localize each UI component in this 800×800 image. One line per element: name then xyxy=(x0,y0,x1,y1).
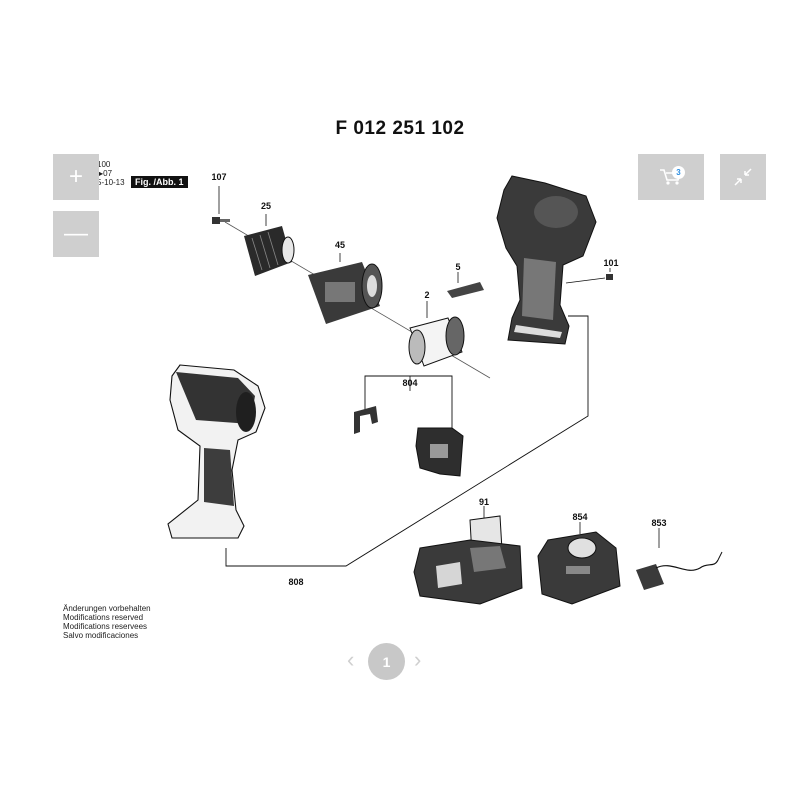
callout-853: 853 xyxy=(651,518,666,528)
part-804-switch-set: 804 xyxy=(354,375,464,477)
meta-line: 100 xyxy=(97,160,111,169)
callout-107: 107 xyxy=(211,172,226,182)
diagram-title: F 012 251 102 xyxy=(335,118,465,139)
part-853-power-adapter: 853 xyxy=(636,518,723,590)
part-101-screw: 101 xyxy=(565,258,619,284)
previous-page-arrow-icon[interactable]: ‹ xyxy=(347,647,355,672)
meta-line: 5-10-13 xyxy=(97,178,125,187)
current-page-indicator[interactable]: 1 xyxy=(368,643,405,680)
meta-line: ▶07 xyxy=(97,169,113,178)
callout-91: 91 xyxy=(479,497,489,507)
callout-25: 25 xyxy=(261,201,271,211)
note-line: Modifications reservees xyxy=(63,622,148,631)
housing-half-right xyxy=(496,175,597,345)
callout-808-leader: 808 xyxy=(225,315,589,587)
zoom-in-button[interactable]: + xyxy=(53,154,99,200)
part-107-screw: 107 xyxy=(211,172,230,224)
part-45-gearbox: 45 xyxy=(308,240,383,324)
callout-45: 45 xyxy=(335,240,345,250)
part-5-bracket: 5 xyxy=(447,262,484,298)
collapse-arrows-icon xyxy=(734,168,752,186)
cart-count-badge: 3 xyxy=(672,166,685,179)
part-91-battery: 91 xyxy=(413,497,523,605)
callout-804: 804 xyxy=(402,378,417,388)
modification-notes: Änderungen vorbehalten Modifications res… xyxy=(63,604,151,640)
callout-854: 854 xyxy=(572,512,587,522)
drill-housing-left xyxy=(167,364,266,539)
figure-label: Fig. /Abb. 1 xyxy=(131,176,188,188)
note-line: Modifications reserved xyxy=(63,613,144,622)
note-line: Salvo modificaciones xyxy=(63,631,139,640)
document-meta: 100 ▶07 5-10-13 xyxy=(97,160,125,187)
part-854-charger: 854 xyxy=(537,512,621,605)
cart-button[interactable]: 3 xyxy=(638,154,704,200)
part-2-motor: 2 xyxy=(408,290,465,367)
page-navigator: ‹ 1 › xyxy=(0,643,800,680)
zoom-out-button[interactable]: — xyxy=(53,211,99,257)
note-line: Änderungen vorbehalten xyxy=(63,604,151,613)
plus-icon: + xyxy=(68,163,83,190)
callout-808: 808 xyxy=(288,577,303,587)
callout-5: 5 xyxy=(455,262,460,272)
callout-2: 2 xyxy=(424,290,429,300)
next-page-arrow-icon[interactable]: › xyxy=(414,647,422,672)
fullscreen-toggle-button[interactable] xyxy=(720,154,766,200)
minus-icon: — xyxy=(64,220,88,247)
part-25-chuck: 25 xyxy=(244,201,295,276)
callout-101: 101 xyxy=(603,258,618,268)
